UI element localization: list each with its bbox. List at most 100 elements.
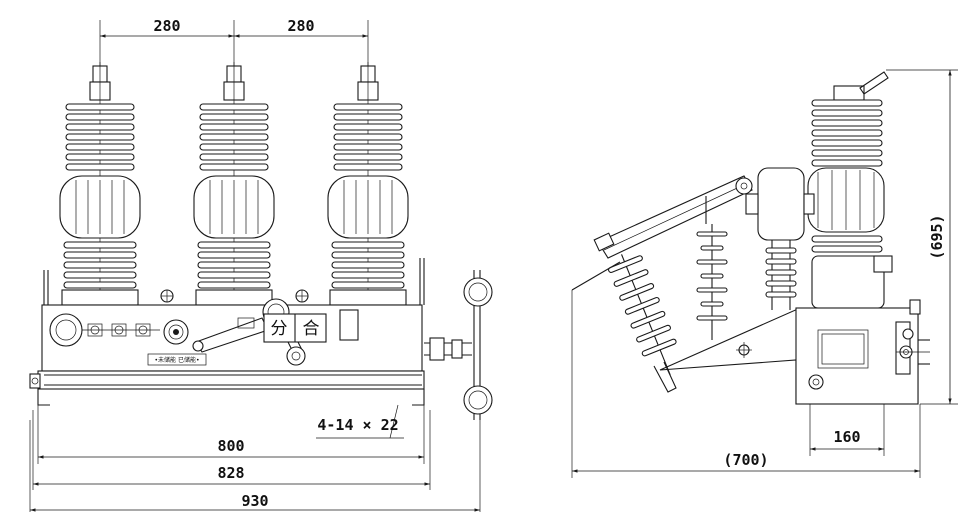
- shed: [197, 281, 271, 289]
- mounting-hole-callout: 4-14 × 22: [316, 404, 404, 439]
- shed: [333, 153, 403, 161]
- shed: [65, 153, 135, 161]
- pole-base: [61, 289, 139, 306]
- shed: [65, 113, 135, 121]
- shed: [199, 163, 269, 171]
- shed: [63, 281, 137, 289]
- mid-shed: [696, 315, 728, 321]
- side-view: (695) 160 (700): [571, 69, 958, 478]
- shed: [199, 143, 269, 151]
- shed: [199, 103, 269, 111]
- height-label: (695): [928, 214, 946, 259]
- side-shed: [811, 129, 883, 137]
- base-dimension: 160: [809, 404, 885, 456]
- width-800-label: 800: [217, 437, 244, 455]
- side-shed: [811, 99, 883, 107]
- base-label: 160: [833, 428, 860, 446]
- shed: [197, 261, 271, 269]
- shed: [197, 251, 271, 259]
- shed: [63, 271, 137, 279]
- side-shed: [811, 159, 883, 167]
- open-indicator: 分: [271, 319, 288, 339]
- mid-shed: [700, 301, 724, 307]
- pole-base: [195, 289, 273, 306]
- drum-shed: [765, 280, 797, 287]
- insulator-pole-1: [59, 62, 141, 306]
- shed: [333, 103, 403, 111]
- angled-shed: [630, 310, 666, 329]
- close-indicator: 合: [303, 319, 320, 339]
- shed: [63, 251, 137, 259]
- shed: [199, 153, 269, 161]
- spacing-right-label: 280: [287, 17, 314, 35]
- shed: [331, 261, 405, 269]
- mid-shed: [696, 287, 728, 293]
- drum-shed: [765, 291, 797, 298]
- shed: [333, 123, 403, 131]
- side-shed: [811, 119, 883, 127]
- shed: [197, 271, 271, 279]
- drum-shed: [765, 258, 797, 265]
- pole-base: [329, 289, 407, 306]
- shed: [197, 241, 271, 249]
- shed: [333, 163, 403, 171]
- depth-dimension: (700): [571, 290, 921, 478]
- angled-shed: [608, 255, 643, 273]
- insulator-pole-3: [327, 62, 409, 306]
- width-930-label: 930: [241, 492, 268, 510]
- side-arm: [593, 175, 753, 259]
- shed: [333, 143, 403, 151]
- width-828-label: 828: [217, 464, 244, 482]
- drum-shed: [765, 247, 797, 254]
- shed: [331, 281, 405, 289]
- mid-shed: [696, 259, 728, 265]
- shed: [65, 143, 135, 151]
- angled-shed: [641, 338, 677, 357]
- side-housing: [653, 299, 930, 405]
- angled-shed: [636, 324, 671, 343]
- shed: [331, 241, 405, 249]
- middle-insulator: [696, 224, 728, 340]
- side-shed: [811, 139, 883, 147]
- shed: [65, 123, 135, 131]
- side-shed-lower: [811, 245, 883, 253]
- pole-spacing-dimension: 280 280: [99, 17, 369, 70]
- mid-shed: [700, 245, 724, 251]
- mid-shed: [696, 231, 728, 237]
- side-shed: [811, 149, 883, 157]
- shed: [199, 133, 269, 141]
- shed: [199, 113, 269, 121]
- angled-group: [608, 254, 677, 376]
- shed: [65, 133, 135, 141]
- drum-post-insulator: [765, 247, 797, 298]
- angled-shed: [613, 269, 649, 287]
- side-shed: [811, 109, 883, 117]
- shed: [199, 123, 269, 131]
- mid-shed: [700, 273, 724, 279]
- height-dimension: (695): [886, 69, 958, 405]
- storage-status-label: •未储能 已储能•: [155, 356, 200, 364]
- insulator-poles: [59, 62, 409, 306]
- shed: [331, 251, 405, 259]
- insulator-pole-2: [193, 62, 275, 306]
- angled-shed: [624, 296, 660, 315]
- width-dimensions: 800 828 930: [29, 405, 481, 512]
- side-drum: [745, 167, 815, 310]
- shed: [65, 103, 135, 111]
- angled-shed: [619, 283, 655, 301]
- angled-stem: [621, 254, 671, 376]
- shed: [333, 133, 403, 141]
- shed: [63, 241, 137, 249]
- angled-insulator: [608, 254, 677, 376]
- shed: [331, 271, 405, 279]
- shed: [333, 113, 403, 121]
- front-view: 280 280: [29, 17, 493, 512]
- side-shed-lower: [811, 235, 883, 243]
- drum-shed: [765, 269, 797, 276]
- shed: [65, 163, 135, 171]
- depth-label: (700): [723, 451, 768, 469]
- mechanism-box: •未储能 已储能• 分 合: [29, 258, 493, 420]
- side-insulator: [807, 71, 893, 309]
- spacing-left-label: 280: [153, 17, 180, 35]
